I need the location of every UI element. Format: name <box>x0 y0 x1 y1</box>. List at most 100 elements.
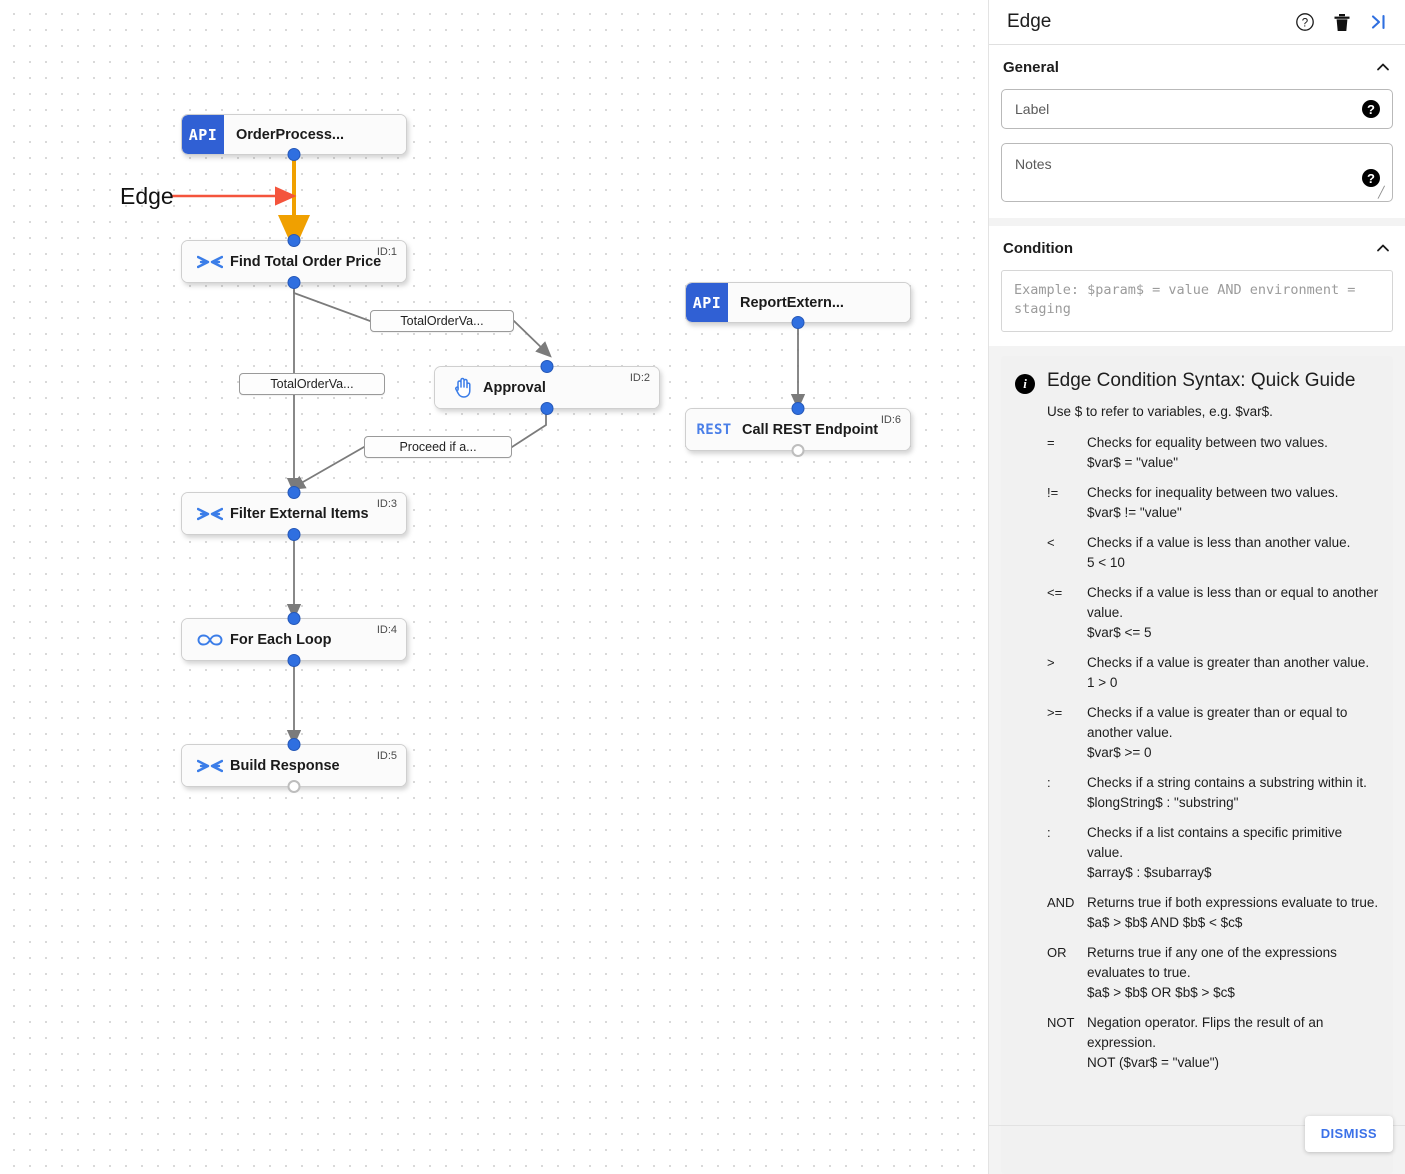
operator-example: NOT ($var$ = "value") <box>1087 1055 1220 1070</box>
node-find-total-order-price[interactable]: Find Total Order Price ID:1 <box>181 234 407 289</box>
operator-description: Negation operator. Flips the result of a… <box>1087 1015 1324 1050</box>
panel-title: Edge <box>1007 11 1052 32</box>
operator-example: $var$ >= 0 <box>1087 745 1152 760</box>
edge-label[interactable]: TotalOrderVa... <box>239 373 385 395</box>
operator-symbol: > <box>1047 655 1055 670</box>
label-field[interactable]: ? <box>1001 89 1393 129</box>
node-input-port[interactable] <box>287 486 301 499</box>
operator-description: Checks if a value is less than another v… <box>1087 535 1351 550</box>
edge-label[interactable]: Proceed if a... <box>364 436 512 458</box>
operator-symbol: : <box>1047 825 1051 840</box>
operator-description: Checks for inequality between two values… <box>1087 485 1339 500</box>
operator-description: Returns true if both expressions evaluat… <box>1087 895 1379 910</box>
notes-input[interactable] <box>1002 144 1392 196</box>
infinity-icon <box>190 632 230 648</box>
operator-row: : Checks if a list contains a specific pr… <box>1047 823 1379 883</box>
edge-label[interactable]: TotalOrderVa... <box>370 310 514 332</box>
quick-guide-title: Edge Condition Syntax: Quick Guide <box>1047 370 1356 391</box>
delete-icon[interactable] <box>1333 13 1351 32</box>
node-id-tag: ID:5 <box>376 750 397 762</box>
node-output-port[interactable] <box>540 402 554 415</box>
node-id-tag: ID:2 <box>629 372 650 384</box>
node-output-port[interactable] <box>287 654 301 667</box>
operator-row: < Checks if a value is less than another … <box>1047 533 1379 573</box>
node-call-rest-endpoint[interactable]: REST Call REST Endpoint ID:6 <box>685 402 911 457</box>
node-input-port[interactable] <box>287 738 301 751</box>
collapse-panel-icon[interactable] <box>1369 13 1389 31</box>
api-badge-icon: API <box>182 115 224 154</box>
operator-example: $var$ = "value" <box>1087 455 1179 470</box>
operator-example: $a$ > $b$ OR $b$ > $c$ <box>1087 985 1235 1000</box>
quick-guide-panel: i Edge Condition Syntax: Quick Guide Use… <box>1001 356 1393 1174</box>
node-title: Find Total Order Price <box>230 253 382 270</box>
condition-section-header[interactable]: Condition <box>1001 226 1393 270</box>
node-input-port[interactable] <box>540 360 554 373</box>
node-output-port[interactable] <box>791 316 805 329</box>
operator-row: > Checks if a value is greater than anoth… <box>1047 653 1379 693</box>
operator-example: $a$ > $b$ AND $b$ < $c$ <box>1087 915 1243 930</box>
merge-arrows-icon <box>190 506 230 522</box>
node-title: For Each Loop <box>230 631 332 648</box>
operator-row: OR Returns true if any one of the express… <box>1047 943 1379 1003</box>
node-output-port[interactable] <box>791 444 805 457</box>
node-reportextern[interactable]: API ReportExtern... <box>685 282 911 329</box>
node-input-port[interactable] <box>791 402 805 415</box>
operator-row: AND Returns true if both expressions eval… <box>1047 893 1379 933</box>
node-input-port[interactable] <box>287 234 301 247</box>
node-id-tag: ID:1 <box>376 246 397 258</box>
workflow-canvas[interactable]: Edge API OrderProcess... Find Total Orde… <box>0 0 988 1174</box>
help-icon[interactable]: ? <box>1295 12 1315 32</box>
notes-help-icon[interactable]: ? <box>1362 169 1380 187</box>
operator-row: =Checks for equality between two values.… <box>1047 433 1379 473</box>
node-output-port[interactable] <box>287 780 301 793</box>
node-output-port[interactable] <box>287 528 301 541</box>
resize-grip-icon[interactable]: ╱ <box>1378 187 1385 199</box>
operator-symbol: : <box>1047 775 1051 790</box>
operator-example: 1 > 0 <box>1087 675 1118 690</box>
node-input-port[interactable] <box>287 612 301 625</box>
node-build-response[interactable]: Build Response ID:5 <box>181 738 407 793</box>
node-approval[interactable]: Approval ID:2 <box>434 360 660 415</box>
node-title: OrderProcess... <box>236 126 344 143</box>
label-input[interactable] <box>1002 90 1392 128</box>
merge-arrows-icon <box>190 758 230 774</box>
operator-row: >=Checks if a value is greater than or e… <box>1047 703 1379 763</box>
operator-example: $var$ <= 5 <box>1087 625 1152 640</box>
operator-description: Returns true if any one of the expressio… <box>1087 945 1337 980</box>
general-section-header[interactable]: General <box>1001 45 1393 89</box>
condition-field[interactable] <box>1001 270 1393 332</box>
operator-description: Checks if a list contains a specific pri… <box>1087 825 1343 860</box>
operator-description: Checks for equality between two values. <box>1087 435 1328 450</box>
node-output-port[interactable] <box>287 148 301 161</box>
operator-description: Checks if a value is less than or equal … <box>1087 585 1379 620</box>
node-title: Filter External Items <box>230 505 369 522</box>
merge-arrows-icon <box>190 254 230 270</box>
node-for-each-loop[interactable]: For Each Loop ID:4 <box>181 612 407 667</box>
operator-list: =Checks for equality between two values.… <box>1047 433 1379 1073</box>
operator-row: <=Checks if a value is less than or equa… <box>1047 583 1379 643</box>
notes-field[interactable]: ? ╱ <box>1001 143 1393 202</box>
operator-description: Checks if a value is greater than anothe… <box>1087 655 1370 670</box>
node-orderprocess[interactable]: API OrderProcess... <box>181 114 407 161</box>
panel-footer-divider <box>989 1125 1405 1126</box>
operator-symbol: < <box>1047 535 1055 550</box>
operator-symbol: NOT <box>1047 1015 1075 1030</box>
chevron-up-icon[interactable] <box>1375 59 1391 75</box>
chevron-up-icon[interactable] <box>1375 240 1391 256</box>
general-section: General ? ? ╱ <box>989 45 1405 218</box>
node-output-port[interactable] <box>287 276 301 289</box>
operator-example: $var$ != "value" <box>1087 505 1182 520</box>
operator-symbol: AND <box>1047 895 1075 910</box>
operator-row: NOT Negation operator. Flips the result o… <box>1047 1013 1379 1073</box>
edge-layer <box>172 155 806 747</box>
dismiss-button[interactable]: DISMISS <box>1304 1116 1393 1152</box>
api-badge-icon: API <box>686 283 728 322</box>
node-id-tag: ID:3 <box>376 498 397 510</box>
node-filter-external-items[interactable]: Filter External Items ID:3 <box>181 486 407 541</box>
operator-symbol: OR <box>1047 945 1067 960</box>
node-id-tag: ID:4 <box>376 624 397 636</box>
node-title: Build Response <box>230 757 340 774</box>
label-help-icon[interactable]: ? <box>1362 100 1380 118</box>
node-id-tag: ID:6 <box>880 414 901 426</box>
condition-input[interactable] <box>1012 279 1382 323</box>
